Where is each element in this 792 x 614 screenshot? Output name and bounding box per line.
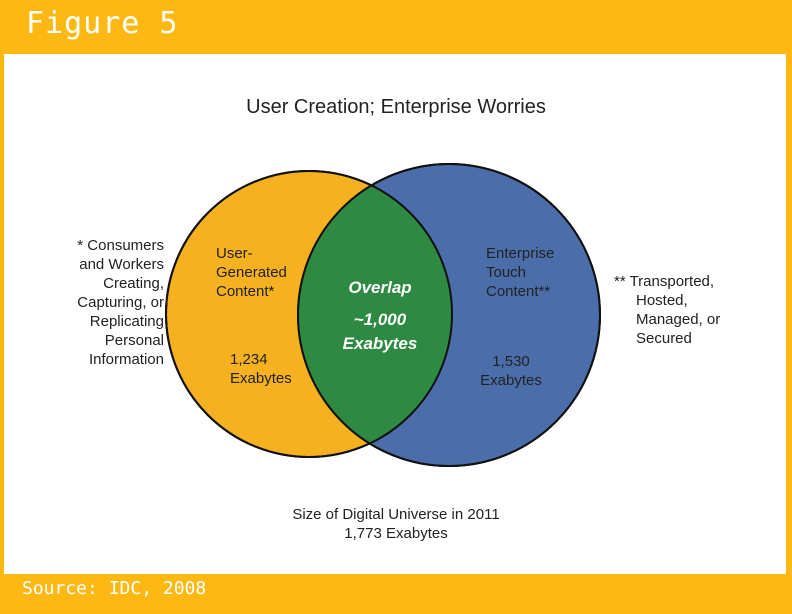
note-line: and Workers [79, 256, 164, 273]
label-line: Enterprise [486, 245, 555, 262]
label-line: Touch [486, 264, 527, 281]
value-line: 1,530 [492, 353, 530, 370]
overlap-label: Overlap [348, 278, 412, 297]
label-line: Generated [216, 264, 287, 281]
note-line: Creating, [103, 275, 164, 292]
right-note: ** Transported, Hosted, Managed, or Secu… [614, 272, 720, 348]
overlap-value: ~1,000 [353, 310, 407, 329]
note-line: * Consumers [77, 237, 164, 254]
note-line: Hosted, [636, 292, 688, 309]
overlap-text: Overlap ~1,000 Exabytes [320, 276, 440, 356]
note-line: Replicating [89, 313, 164, 330]
caption-line: Size of Digital Universe in 2011 [292, 506, 500, 523]
label-line: Content** [486, 283, 551, 300]
left-circle-value: 1,234 Exabytes [230, 350, 292, 388]
source-label: Source: IDC, 2008 [22, 578, 207, 599]
note-line: Personal [104, 332, 164, 349]
overlap-region [298, 171, 452, 457]
value-line: 1,234 [230, 351, 268, 368]
note-line: ** Transported, [614, 273, 715, 290]
right-circle-value: 1,530 Exabytes [476, 352, 546, 390]
left-note: * Consumers and Workers Creating, Captur… [48, 236, 164, 369]
figure-label: Figure 5 [26, 6, 179, 41]
right-circle-label: Enterprise Touch Content** [486, 244, 554, 301]
left-circle-label: User- Generated Content* [216, 244, 287, 301]
label-line: Content* [216, 283, 275, 300]
note-line: Secured [636, 330, 692, 347]
note-line: Managed, or [636, 311, 721, 328]
diagram-title: User Creation; Enterprise Worries [246, 96, 546, 118]
value-line: Exabytes [230, 370, 292, 387]
label-line: User- [216, 245, 253, 262]
value-line: Exabytes [480, 372, 542, 389]
overlap-unit: Exabytes [342, 334, 418, 353]
note-line: Capturing, or [77, 294, 164, 311]
caption-line: 1,773 Exabytes [344, 525, 448, 542]
note-line: Information [88, 351, 164, 368]
footer-caption: Size of Digital Universe in 2011 1,773 E… [0, 505, 792, 543]
